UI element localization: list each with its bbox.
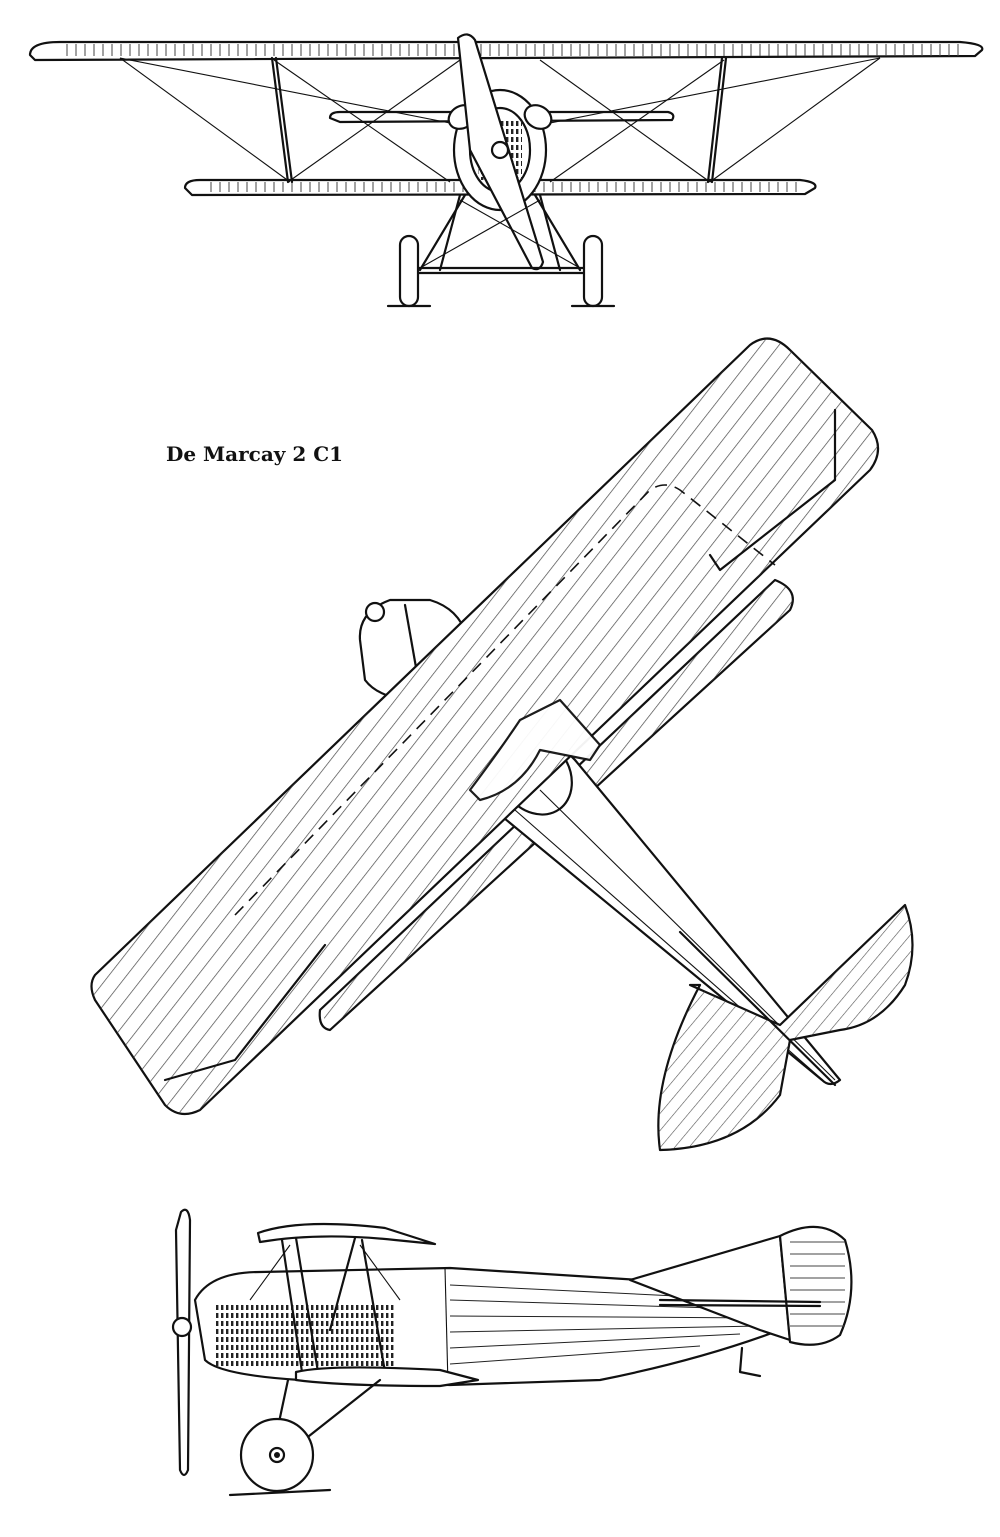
side-lower-wing — [294, 1366, 480, 1388]
side-landing-gear — [228, 1378, 382, 1497]
side-view — [171, 1208, 853, 1497]
front-struts — [119, 56, 881, 184]
front-landing-gear — [386, 193, 616, 308]
front-upper-wing-ribs — [60, 44, 965, 56]
side-engine-louvres — [214, 1302, 394, 1368]
top-view — [90, 337, 914, 1152]
top-aileron-left — [163, 943, 327, 1082]
side-cabane-struts — [249, 1236, 401, 1374]
side-tail-skid — [738, 1346, 762, 1378]
top-aileron-right — [708, 408, 837, 572]
side-propeller — [174, 1208, 192, 1477]
aircraft-title: De Marcay 2 C1 — [166, 442, 344, 466]
side-stringers — [449, 1284, 801, 1365]
top-spar-dash — [234, 484, 776, 916]
side-rudder-ribs — [790, 1232, 845, 1337]
side-top-wing — [256, 1222, 437, 1246]
front-view — [28, 33, 984, 308]
